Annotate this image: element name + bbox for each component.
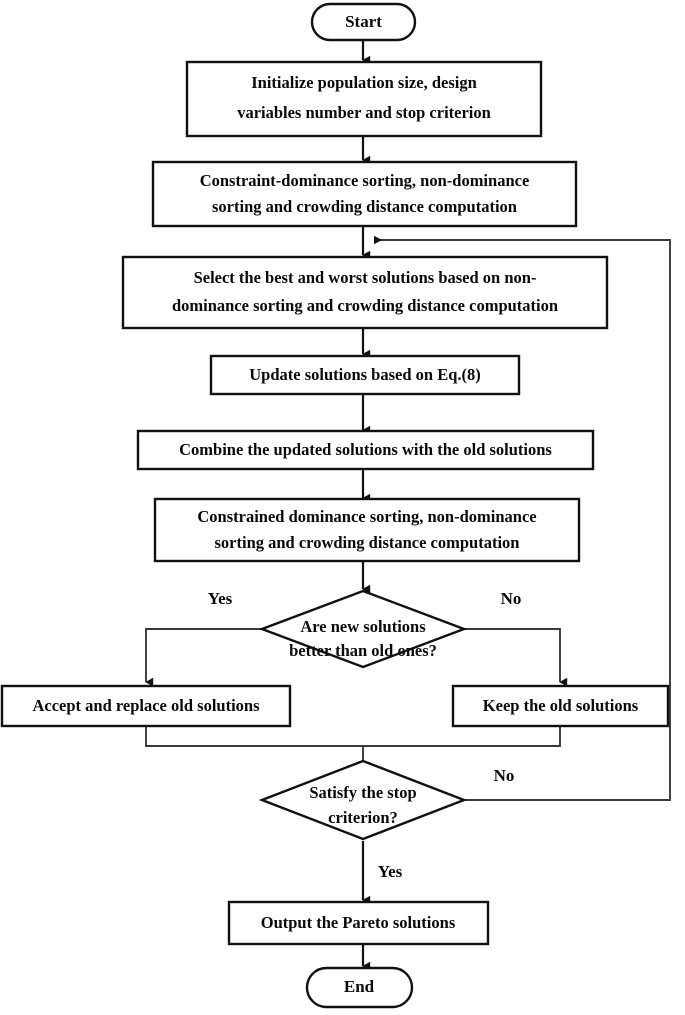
- node-constrained-sort-line1: Constrained dominance sorting, non-domin…: [197, 507, 536, 526]
- node-update-solutions[interactable]: Update solutions based on Eq.(8): [209, 354, 521, 396]
- node-accept-replace-line1: Accept and replace old solutions: [32, 696, 260, 715]
- node-decision-better[interactable]: Are new solutions better than old ones?: [258, 589, 468, 669]
- node-decision-stop[interactable]: Satisfy the stop criterion?: [258, 759, 468, 841]
- node-decision-better-line1: Are new solutions: [300, 617, 426, 636]
- node-initialize-line2: variables number and stop criterion: [237, 103, 491, 122]
- edge-label-better-yes: Yes: [208, 589, 233, 608]
- node-accept-replace[interactable]: Accept and replace old solutions: [0, 684, 292, 728]
- connector-accept-to-decision-stop: [145, 726, 371, 771]
- node-combine-solutions-shape: [136, 429, 595, 471]
- connector-keep-to-merge: [363, 726, 561, 747]
- edge-label-stop-no: No: [494, 766, 515, 785]
- node-output-pareto-shape: [227, 900, 490, 946]
- node-select-best-worst[interactable]: Select the best and worst solutions base…: [121, 255, 609, 330]
- node-decision-stop-line1: Satisfy the stop: [309, 783, 416, 802]
- node-start-label: Start: [345, 12, 382, 31]
- node-decision-stop-shape: [258, 759, 468, 841]
- connector-decision-better-no: [464, 628, 568, 687]
- connector-decision-stop-no-loopback: [373, 235, 671, 801]
- node-select-best-worst-shape: [121, 255, 609, 330]
- node-accept-replace-shape: [0, 684, 292, 728]
- node-keep-old-shape: [451, 684, 670, 728]
- node-constraint-sort-shape: [151, 160, 578, 228]
- node-initialize[interactable]: Initialize population size, design varia…: [185, 60, 543, 138]
- node-combine-solutions[interactable]: Combine the updated solutions with the o…: [136, 429, 595, 471]
- node-keep-old-line1: Keep the old solutions: [483, 696, 639, 715]
- node-combine-solutions-line1: Combine the updated solutions with the o…: [179, 440, 552, 459]
- node-constraint-sort[interactable]: Constraint-dominance sorting, non-domina…: [151, 160, 578, 228]
- node-keep-old[interactable]: Keep the old solutions: [451, 684, 670, 728]
- node-constrained-sort-shape: [153, 497, 581, 563]
- node-initialize-line1: Initialize population size, design: [251, 73, 477, 92]
- node-start-shape: [310, 2, 417, 42]
- node-constraint-sort-line1: Constraint-dominance sorting, non-domina…: [200, 171, 530, 190]
- node-select-best-worst-line1: Select the best and worst solutions base…: [194, 268, 537, 287]
- node-decision-better-shape: [258, 589, 468, 669]
- node-update-solutions-shape: [209, 354, 521, 396]
- node-end-shape: [305, 966, 414, 1009]
- node-constraint-sort-line2: sorting and crowding distance computatio…: [212, 197, 517, 216]
- node-start[interactable]: Start: [310, 2, 417, 42]
- connector-decision-better-yes: [145, 628, 262, 687]
- edge-label-better-no: No: [501, 589, 522, 608]
- node-update-solutions-line1: Update solutions based on Eq.(8): [249, 365, 481, 384]
- node-output-pareto[interactable]: Output the Pareto solutions: [227, 900, 490, 946]
- node-decision-better-line2: better than old ones?: [289, 641, 437, 660]
- node-initialize-shape: [185, 60, 543, 138]
- node-end-label: End: [344, 977, 375, 996]
- node-end[interactable]: End: [305, 966, 414, 1009]
- edge-label-stop-yes: Yes: [378, 862, 403, 881]
- node-constrained-sort[interactable]: Constrained dominance sorting, non-domin…: [153, 497, 581, 563]
- node-constrained-sort-line2: sorting and crowding distance computatio…: [215, 533, 520, 552]
- node-output-pareto-line1: Output the Pareto solutions: [261, 913, 456, 932]
- node-decision-stop-line2: criterion?: [328, 808, 398, 827]
- node-select-best-worst-line2: dominance sorting and crowding distance …: [172, 296, 558, 315]
